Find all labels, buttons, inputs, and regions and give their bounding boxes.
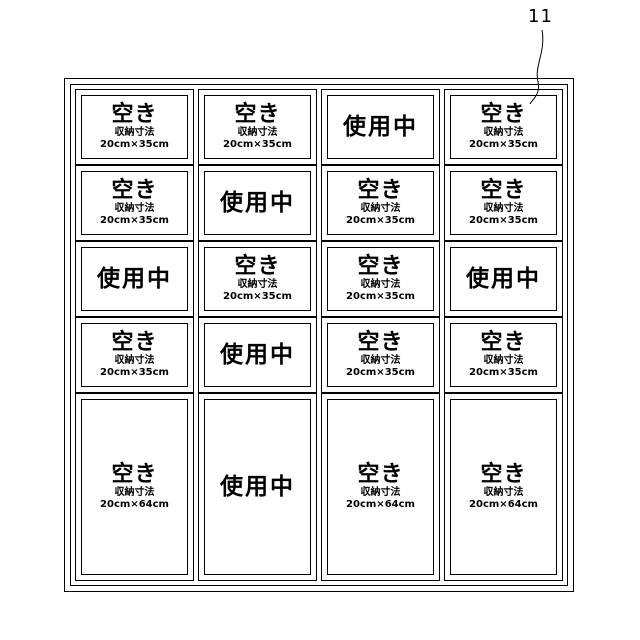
locker-status: 空き: [357, 463, 403, 487]
locker-status: 空き: [111, 103, 157, 127]
locker-panel: 使用中: [81, 247, 188, 311]
locker-panel: 使用中: [327, 95, 434, 159]
locker-panel: 空き 収納寸法 20cm×35cm: [81, 171, 188, 235]
locker-panel: 空き 収納寸法 20cm×35cm: [204, 95, 311, 159]
storage-size-label: 収納寸法: [361, 487, 401, 499]
locker-grid: 空き 収納寸法 20cm×35cm 空き 収納寸法 20cm×35cm 使用中 …: [64, 78, 574, 592]
locker-status: 使用中: [220, 475, 295, 499]
storage-size-value: 20cm×35cm: [469, 367, 538, 379]
storage-size-value: 20cm×35cm: [346, 291, 415, 303]
storage-size-label: 収納寸法: [361, 355, 401, 367]
storage-size-label: 収納寸法: [484, 355, 524, 367]
locker-cell[interactable]: 使用中: [75, 241, 194, 317]
storage-size-value: 20cm×35cm: [346, 215, 415, 227]
locker-cell[interactable]: 使用中: [321, 89, 440, 165]
storage-size-label: 収納寸法: [484, 487, 524, 499]
locker-cell[interactable]: 空き 収納寸法 20cm×35cm: [198, 241, 317, 317]
locker-panel: 空き 収納寸法 20cm×35cm: [327, 171, 434, 235]
storage-size-label: 収納寸法: [361, 203, 401, 215]
locker-status: 空き: [480, 179, 526, 203]
storage-size-label: 収納寸法: [484, 203, 524, 215]
locker-status: 使用中: [466, 267, 541, 291]
locker-panel: 使用中: [204, 171, 311, 235]
locker-cell[interactable]: 空き 収納寸法 20cm×35cm: [444, 165, 563, 241]
locker-status: 空き: [111, 179, 157, 203]
locker-status: 空き: [111, 463, 157, 487]
locker-panel: 空き 収納寸法 20cm×35cm: [81, 323, 188, 387]
locker-panel: 空き 収納寸法 20cm×35cm: [450, 323, 557, 387]
locker-panel: 空き 収納寸法 20cm×64cm: [450, 399, 557, 575]
storage-size-label: 収納寸法: [238, 127, 278, 139]
storage-size-label: 収納寸法: [115, 487, 155, 499]
storage-size-label: 収納寸法: [361, 279, 401, 291]
locker-panel: 使用中: [204, 323, 311, 387]
locker-cell[interactable]: 空き 収納寸法 20cm×35cm: [444, 317, 563, 393]
locker-cell[interactable]: 使用中: [444, 241, 563, 317]
storage-size-value: 20cm×64cm: [100, 499, 169, 511]
reference-numeral: 11: [528, 8, 553, 26]
storage-size-value: 20cm×35cm: [100, 367, 169, 379]
storage-size-label: 収納寸法: [115, 127, 155, 139]
storage-size-value: 20cm×35cm: [346, 367, 415, 379]
storage-size-label: 収納寸法: [115, 203, 155, 215]
locker-panel: 空き 収納寸法 20cm×64cm: [327, 399, 434, 575]
locker-cell[interactable]: 使用中: [198, 165, 317, 241]
locker-panel: 空き 収納寸法 20cm×35cm: [450, 95, 557, 159]
locker-status: 空き: [480, 103, 526, 127]
locker-status: 使用中: [343, 115, 418, 139]
locker-cell[interactable]: 使用中: [198, 317, 317, 393]
locker-panel: 空き 収納寸法 20cm×64cm: [81, 399, 188, 575]
locker-cell-large[interactable]: 空き 収納寸法 20cm×64cm: [75, 393, 194, 581]
storage-size-value: 20cm×35cm: [469, 139, 538, 151]
locker-cell-large[interactable]: 空き 収納寸法 20cm×64cm: [444, 393, 563, 581]
locker-cell[interactable]: 空き 収納寸法 20cm×35cm: [75, 317, 194, 393]
locker-status: 空き: [357, 331, 403, 355]
locker-status: 空き: [357, 255, 403, 279]
locker-status: 空き: [234, 103, 280, 127]
locker-cell[interactable]: 空き 収納寸法 20cm×35cm: [198, 89, 317, 165]
locker-panel: 空き 収納寸法 20cm×35cm: [327, 323, 434, 387]
locker-cell[interactable]: 空き 収納寸法 20cm×35cm: [75, 89, 194, 165]
locker-status: 空き: [480, 463, 526, 487]
storage-size-value: 20cm×35cm: [100, 215, 169, 227]
storage-size-value: 20cm×64cm: [469, 499, 538, 511]
locker-grid-inner-frame: 空き 収納寸法 20cm×35cm 空き 収納寸法 20cm×35cm 使用中 …: [70, 84, 568, 586]
locker-cell[interactable]: 空き 収納寸法 20cm×35cm: [444, 89, 563, 165]
locker-status: 空き: [111, 331, 157, 355]
locker-status: 空き: [357, 179, 403, 203]
locker-panel: 空き 収納寸法 20cm×35cm: [204, 247, 311, 311]
locker-panel: 使用中: [204, 399, 311, 575]
storage-size-label: 収納寸法: [115, 355, 155, 367]
storage-size-value: 20cm×35cm: [223, 291, 292, 303]
locker-cell[interactable]: 空き 収納寸法 20cm×35cm: [321, 317, 440, 393]
locker-status: 使用中: [220, 343, 295, 367]
locker-cell-large[interactable]: 使用中: [198, 393, 317, 581]
storage-size-label: 収納寸法: [238, 279, 278, 291]
locker-panel: 空き 収納寸法 20cm×35cm: [81, 95, 188, 159]
storage-size-value: 20cm×64cm: [346, 499, 415, 511]
locker-panel: 空き 収納寸法 20cm×35cm: [327, 247, 434, 311]
locker-cell[interactable]: 空き 収納寸法 20cm×35cm: [321, 241, 440, 317]
storage-size-label: 収納寸法: [484, 127, 524, 139]
locker-panel: 空き 収納寸法 20cm×35cm: [450, 171, 557, 235]
locker-status: 空き: [480, 331, 526, 355]
locker-cell-large[interactable]: 空き 収納寸法 20cm×64cm: [321, 393, 440, 581]
locker-cell[interactable]: 空き 収納寸法 20cm×35cm: [321, 165, 440, 241]
locker-status: 使用中: [97, 267, 172, 291]
locker-status: 空き: [234, 255, 280, 279]
locker-panel: 使用中: [450, 247, 557, 311]
storage-size-value: 20cm×35cm: [469, 215, 538, 227]
locker-status: 使用中: [220, 191, 295, 215]
storage-size-value: 20cm×35cm: [223, 139, 292, 151]
storage-size-value: 20cm×35cm: [100, 139, 169, 151]
locker-cell[interactable]: 空き 収納寸法 20cm×35cm: [75, 165, 194, 241]
